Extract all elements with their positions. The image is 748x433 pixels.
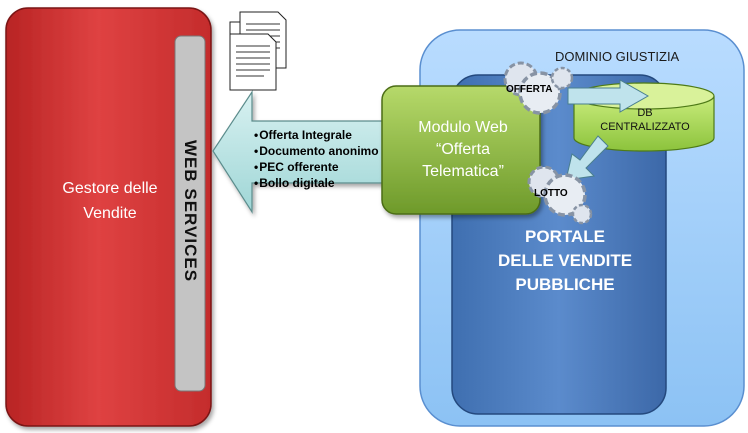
db-label: DB CENTRALIZZATO	[600, 107, 690, 133]
arrow-item: Offerta Integrale	[254, 127, 379, 143]
web-services-bar	[174, 35, 206, 392]
gestore-box	[5, 7, 212, 427]
lotto-gear-label: LOTTO	[534, 188, 568, 199]
gear-icon	[503, 61, 574, 115]
gear-icon	[527, 165, 593, 225]
gestore-label: Gestore delle Vendite	[62, 180, 158, 222]
documents-icon	[229, 11, 287, 91]
modulo-web-box	[381, 85, 541, 215]
arrow-item: Documento anonimo	[254, 143, 378, 159]
portale-label: PORTALE DELLE VENDITE PUBBLICHE	[497, 227, 633, 294]
arrow-db-to-lotto	[565, 135, 609, 181]
arrow-to-db	[567, 79, 650, 113]
arrow-item: Bollo digitale	[254, 175, 379, 191]
arrow-item: PEC offerente	[254, 159, 379, 175]
web-services-label: WEB SERVICES	[165, 126, 215, 296]
offerta-gear-label: OFFERTA	[506, 84, 553, 95]
modulo-label: Modulo Web “Offerta Telematica”	[418, 119, 508, 180]
web-services-text: WEB SERVICES	[181, 139, 200, 283]
arrow-item-list: Offerta Integrale Documento anonimo PEC …	[254, 127, 379, 191]
dominio-label: DOMINIO GIUSTIZIA	[555, 49, 680, 64]
